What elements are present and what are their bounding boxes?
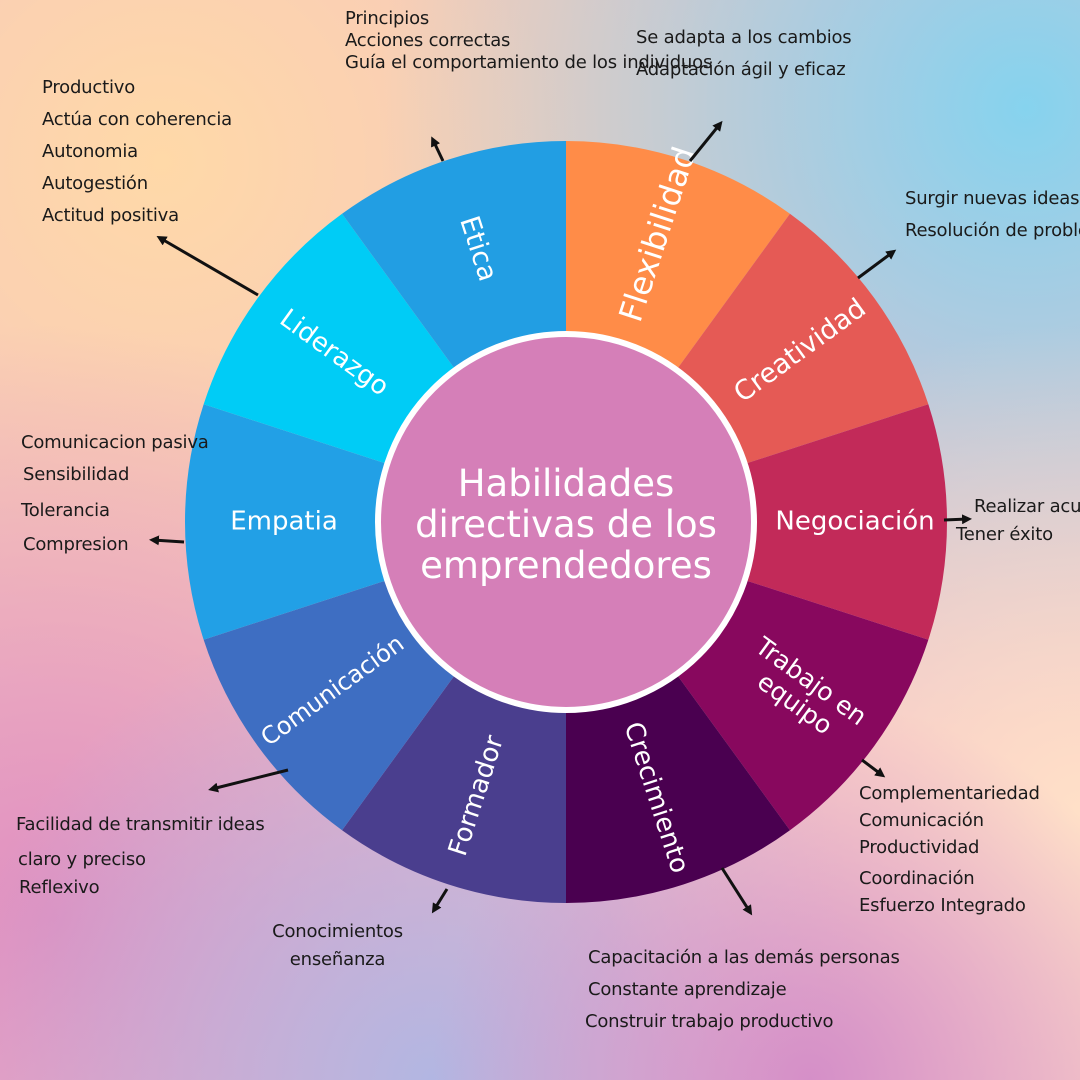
notes-trabajo: Complementariedad Comunicación Productiv… — [859, 780, 1040, 919]
title-line-3: emprendedores — [420, 544, 712, 587]
notes-flexibilidad: Se adapta a los cambios Adaptación ágil … — [636, 27, 852, 81]
note-item: Actúa con coherencia — [42, 109, 232, 131]
note-item: Productividad — [859, 837, 980, 858]
segment-negociacion — [744, 404, 947, 640]
note-item: Comunicación — [859, 810, 984, 831]
note-item: Capacitación a las demás personas — [588, 947, 900, 968]
notes-creatividad: Surgir nuevas ideas Resolución de proble… — [905, 188, 1080, 242]
arrow-trabajo — [861, 758, 886, 778]
note-item: Complementariedad — [859, 783, 1040, 804]
notes-negociacion: Realizar acuerdos Tener éxito — [956, 496, 1080, 546]
segment-label-empatia: Empatia — [230, 507, 338, 537]
note-item: Tolerancia — [21, 499, 110, 521]
notes-comunicacion: Facilidad de transmitir ideas claro y pr… — [16, 814, 265, 899]
note-item: Reflexivo — [19, 876, 100, 898]
segment-comunicacion — [203, 580, 456, 831]
note-item: Actitud positiva — [42, 205, 179, 227]
note-item: Esfuerzo Integrado — [859, 895, 1026, 916]
note-item: Facilidad de transmitir ideas — [16, 814, 265, 835]
note-item: Productivo — [42, 77, 136, 98]
note-item: Tener éxito — [956, 523, 1053, 545]
title-line-1: Habilidades — [458, 462, 675, 505]
note-item: Se adapta a los cambios — [636, 27, 852, 48]
arrow-negociacion — [943, 514, 972, 525]
note-item: Surgir nuevas ideas — [905, 188, 1080, 209]
notes-etica: Principios Acciones correctas Guía el co… — [345, 8, 712, 74]
segment-etica — [342, 141, 566, 370]
note-item: Autogestión — [42, 173, 148, 195]
note-item: Conocimientos — [272, 921, 403, 942]
note-item: Principios — [345, 8, 430, 29]
note-item: Comunicacion pasiva — [21, 432, 209, 453]
arrow-flexibilidad — [688, 120, 723, 162]
note-item: claro y preciso — [18, 848, 146, 870]
arrow-etica — [431, 136, 445, 162]
note-item: Resolución de problemas — [905, 219, 1080, 241]
arrow-empatia — [149, 535, 185, 546]
note-item: Compresion — [23, 533, 129, 555]
arrow-creatividad — [857, 249, 897, 280]
title-line-2: directivas de los — [415, 503, 717, 546]
segment-empatia — [185, 404, 388, 640]
notes-formador: Conocimientos enseñanza — [260, 918, 415, 974]
note-item: Guía el comportamiento de los individuos — [345, 52, 712, 74]
segment-formador — [342, 674, 566, 903]
arrow-comunicacion — [208, 768, 289, 793]
note-item: Construir trabajo productivo — [585, 1011, 834, 1033]
notes-liderazgo: Productivo Actúa con coherencia Autonomi… — [42, 72, 232, 232]
note-item: Acciones correctas — [345, 29, 511, 51]
note-item: Coordinación — [859, 868, 975, 889]
note-item: enseñanza — [289, 948, 386, 970]
arrow-formador — [431, 888, 449, 914]
segment-label-negociacion: Negociación — [775, 507, 934, 537]
note-item: Autonomia — [42, 141, 138, 163]
note-item: Sensibilidad — [23, 463, 130, 485]
note-item: Realizar acuerdos — [974, 496, 1080, 517]
segment-trabajo-en-equipo — [676, 580, 929, 831]
arrow-liderazgo — [156, 235, 259, 297]
arrow-crecimiento — [720, 867, 753, 916]
notes-crecimiento: Capacitación a las demás personas Consta… — [585, 942, 900, 1038]
notes-empatia: Comunicacion pasiva Sensibilidad Toleran… — [21, 432, 209, 556]
center-circle — [375, 331, 757, 713]
note-item: Adaptación ágil y eficaz — [636, 58, 846, 80]
segment-flexibilidad — [566, 141, 790, 370]
note-item: Constante aprendizaje — [588, 979, 787, 1001]
segment-liderazgo — [203, 213, 456, 464]
segment-crecimiento — [566, 674, 790, 903]
segment-creatividad — [676, 213, 929, 464]
